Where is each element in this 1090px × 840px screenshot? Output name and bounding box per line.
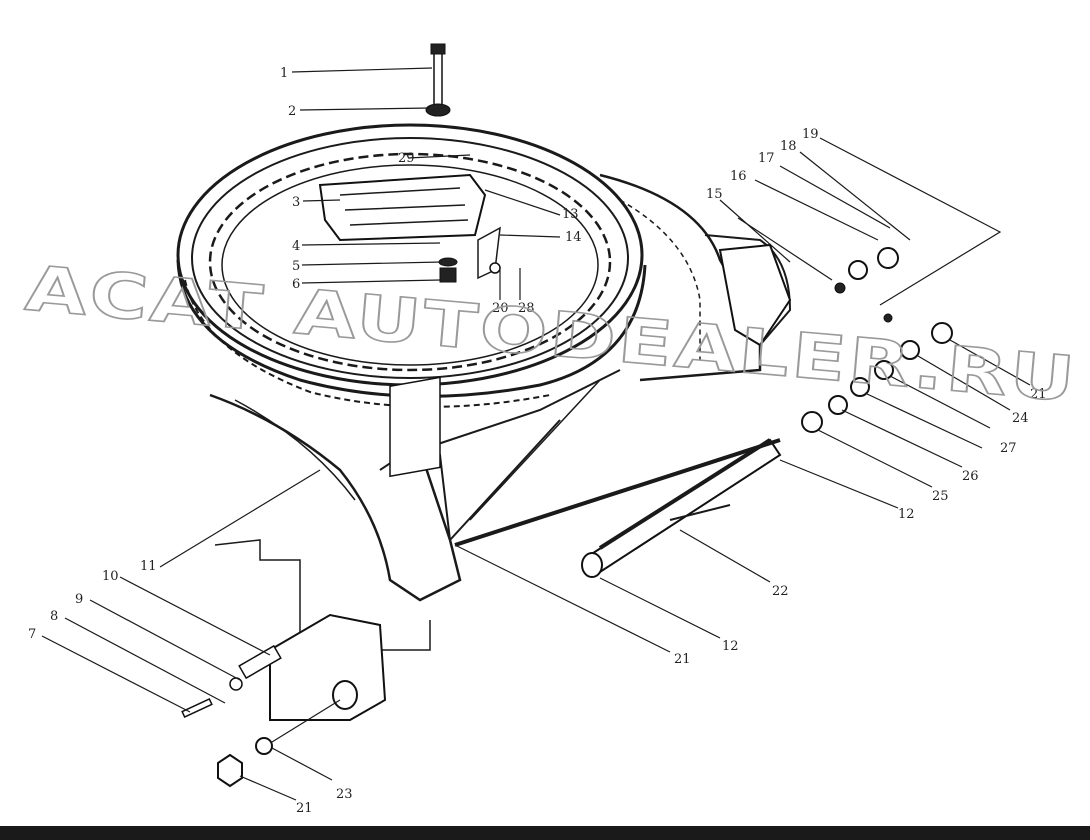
callout-4: 4 [292, 239, 300, 254]
callout-24: 24 [1012, 411, 1029, 426]
hydraulic-cylinder [454, 438, 782, 578]
callout-15: 15 [706, 187, 723, 202]
callout-20: 20 [492, 301, 509, 316]
callout-12a: 12 [898, 507, 915, 522]
callout-9: 9 [75, 592, 83, 607]
callout-28: 28 [518, 301, 535, 316]
callout-3: 3 [292, 195, 300, 210]
callout-27: 27 [1000, 441, 1017, 456]
bottom-border [0, 826, 1090, 840]
callout-21a: 21 [1030, 387, 1047, 402]
callout-10: 10 [102, 569, 119, 584]
callout-25: 25 [932, 489, 949, 504]
callout-5: 5 [292, 259, 300, 274]
callout-14: 14 [565, 230, 582, 245]
callout-labels: 1 2 3 4 5 6 7 8 9 10 11 12 12 13 14 15 1… [28, 66, 1047, 816]
callout-11: 11 [140, 559, 157, 574]
callout-17: 17 [758, 151, 775, 166]
callout-7: 7 [28, 627, 36, 642]
callout-16: 16 [730, 169, 747, 184]
callout-26: 26 [962, 469, 979, 484]
callout-6: 6 [292, 277, 300, 292]
callout-29: 29 [398, 151, 415, 166]
center-pin-assembly [318, 43, 501, 283]
callout-18: 18 [780, 139, 797, 154]
callout-22: 22 [772, 584, 789, 599]
callout-13: 13 [562, 207, 579, 222]
callout-2: 2 [288, 104, 296, 119]
callout-23: 23 [336, 787, 353, 802]
callout-12b: 12 [722, 639, 739, 654]
callout-21c: 21 [296, 801, 313, 816]
leader-lines [41, 67, 1031, 801]
watermark-text: ACAT AUTODEALER.RU [23, 251, 1080, 416]
lower-bracket [181, 539, 431, 788]
callout-8: 8 [50, 609, 58, 624]
callout-1: 1 [280, 66, 288, 81]
turntable-frame [209, 173, 792, 602]
right-hardware [718, 243, 953, 433]
callout-19: 19 [802, 127, 819, 142]
callout-21b: 21 [674, 652, 691, 667]
